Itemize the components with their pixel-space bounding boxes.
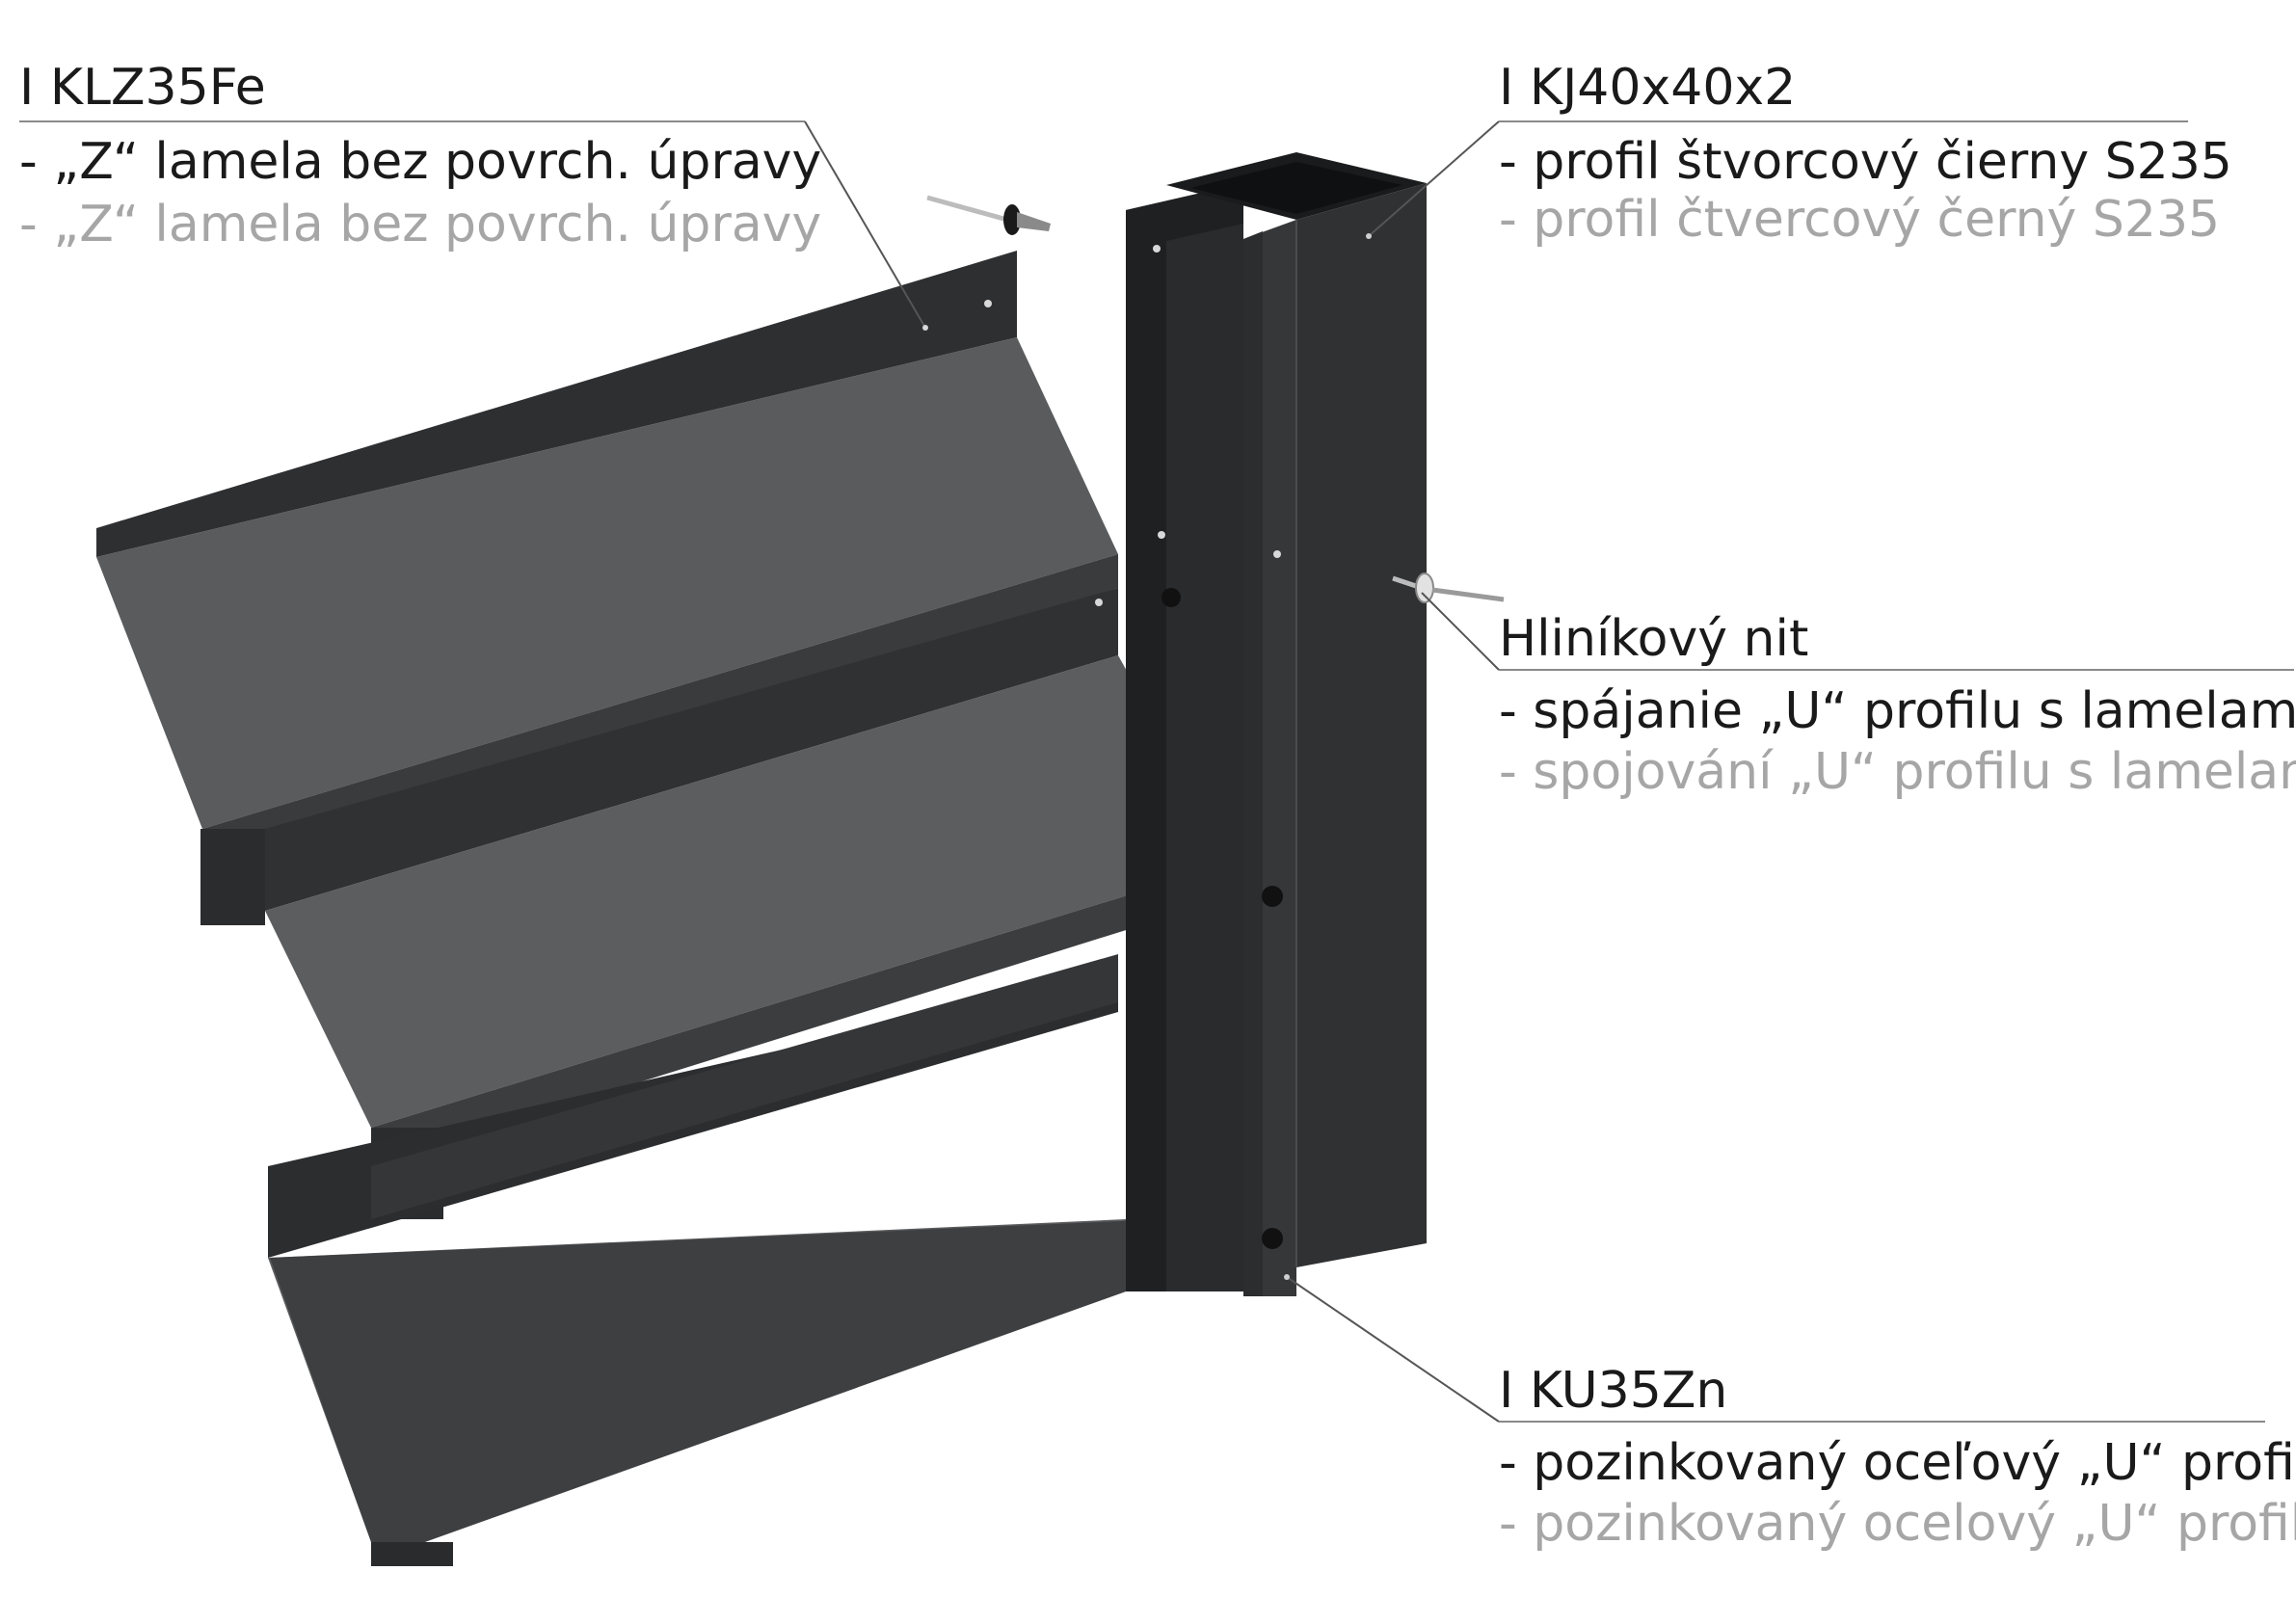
lamella-2-back-flange — [265, 588, 1118, 911]
lamella-2-top-surface — [265, 655, 1234, 1128]
lamella-1-top-surface — [96, 337, 1118, 829]
label-ku-line1: - pozinkovaný oceľový „U“ profil — [1499, 1434, 2296, 1492]
label-klz-line1: - „Z“ lamela bez povrch. úpravy — [19, 133, 821, 191]
lamella-2 — [265, 588, 1234, 1219]
rivet-hole-2 — [1095, 599, 1103, 606]
z-lamellas — [96, 251, 1234, 1566]
leader-klz — [804, 120, 926, 329]
label-nit-line2: - spojování „U“ profilu s lamelami — [1499, 743, 2296, 801]
lamella-3-front-face — [270, 1216, 1234, 1561]
rivet-hole-3 — [1153, 245, 1161, 253]
label-ku-line2: - pozinkovaný ocelový „U“ profil — [1499, 1495, 2296, 1553]
label-kj: I KJ40x40x2 - profil štvorcový čierny S2… — [1499, 59, 2232, 249]
rivet-head-3 — [1262, 1228, 1283, 1249]
lamella-3 — [268, 954, 1234, 1566]
label-ku: I KU35Zn - pozinkovaný oceľový „U“ profi… — [1499, 1362, 2296, 1553]
label-klz-line2: - „Z“ lamela bez povrch. úpravy — [19, 196, 821, 253]
leader-lines — [19, 120, 2294, 1423]
rivet-hole-1 — [984, 300, 992, 307]
square-profile-top-inner — [1190, 162, 1402, 214]
lamella-1-back-flange — [96, 251, 1017, 557]
rivets — [926, 195, 1505, 1249]
rivet-head-1 — [1161, 588, 1181, 607]
rivet-icon-top — [926, 195, 1051, 235]
leader-kj — [1368, 120, 1500, 237]
leader-klz-dot — [922, 325, 928, 331]
leader-ku — [1286, 1276, 1500, 1423]
rivet-hole-5 — [1158, 531, 1165, 539]
u-profile-front-strip — [1243, 231, 1263, 1296]
rivet-head-2 — [1262, 886, 1283, 907]
lamella-1-down-flange — [200, 829, 265, 925]
rivet-hole-4 — [1273, 550, 1281, 558]
leader-kj-dot — [1366, 233, 1372, 239]
label-nit-line1: - spájanie „U“ profilu s lamelami — [1499, 682, 2296, 740]
u-profile-flange — [1126, 183, 1243, 1291]
label-kj-line1: - profil štvorcový čierny S235 — [1499, 133, 2232, 191]
label-klz-title: I KLZ35Fe — [19, 59, 266, 117]
label-klz: I KLZ35Fe - „Z“ lamela bez povrch. úprav… — [19, 59, 821, 253]
square-profile-right-face — [1296, 183, 1427, 1267]
rivet-icon-right — [1392, 572, 1505, 603]
lamella-3-upper-wall — [371, 954, 1118, 1219]
label-ku-title: I KU35Zn — [1499, 1362, 1727, 1420]
label-kj-title: I KJ40x40x2 — [1499, 59, 1796, 117]
leader-nit — [1421, 592, 1500, 671]
label-nit-title: Hliníkový nit — [1499, 610, 1808, 668]
label-nit: Hliníkový nit - spájanie „U“ profilu s l… — [1499, 610, 2296, 801]
label-kj-line2: - profil čtvercový černý S235 — [1499, 191, 2220, 249]
lamella-2-front-edge — [371, 863, 1234, 1166]
vertical-profiles — [1126, 152, 1427, 1296]
leader-ku-dot — [1284, 1274, 1290, 1280]
lamella-3-down-flange — [371, 1542, 453, 1566]
